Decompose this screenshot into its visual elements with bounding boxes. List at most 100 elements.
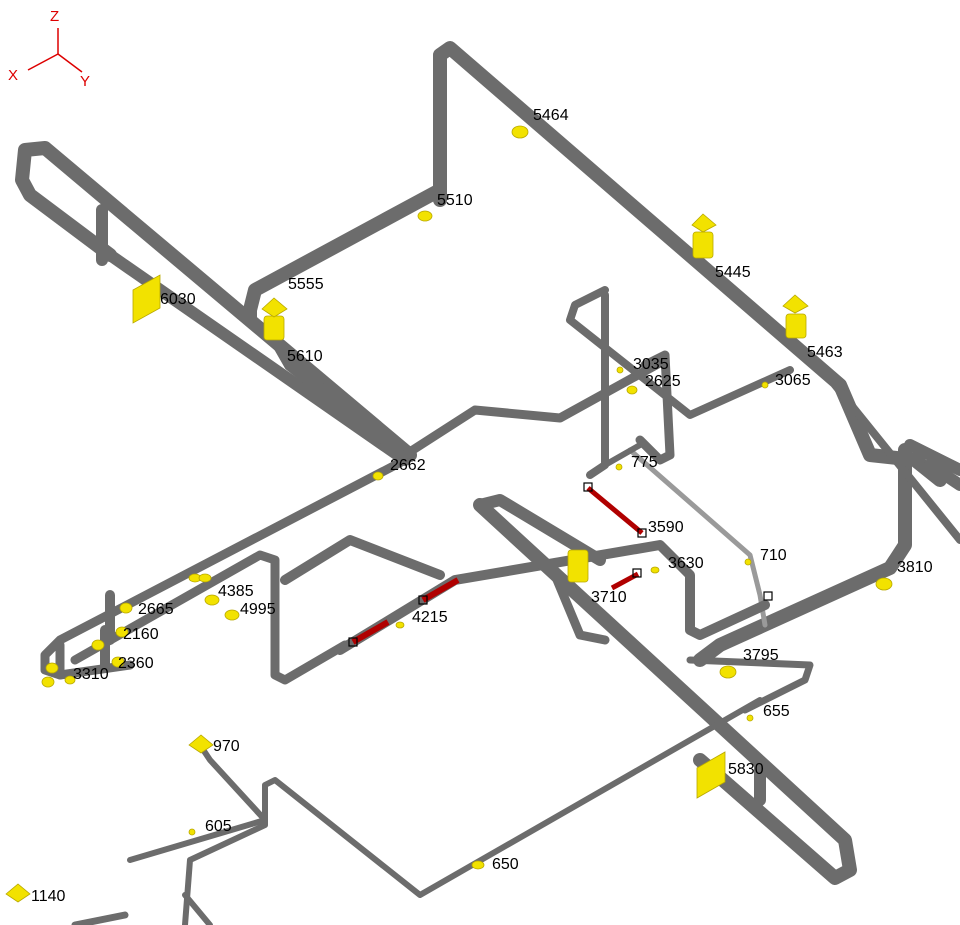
pipe-605-run[interactable] <box>127 817 268 863</box>
node-label-775[interactable]: 775 <box>631 454 658 471</box>
support-marker <box>650 566 660 574</box>
node-label-3795[interactable]: 3795 <box>743 647 779 664</box>
node-label-655[interactable]: 655 <box>763 703 790 720</box>
support-marker <box>744 558 752 566</box>
support-marker <box>782 294 809 314</box>
support-marker <box>64 675 76 685</box>
axis-triad: Z X Y <box>8 8 90 90</box>
pipe-network[interactable] <box>15 41 960 925</box>
node-box <box>637 528 647 538</box>
pipe-5830-diagonal[interactable] <box>473 498 857 885</box>
pipe-5610-run[interactable] <box>264 324 411 461</box>
supports <box>5 125 893 903</box>
pipe-right-parallel[interactable] <box>904 439 960 476</box>
node-label-5830[interactable]: 5830 <box>728 761 764 778</box>
node-box <box>583 482 593 492</box>
pipe-bottom-left[interactable] <box>71 911 129 925</box>
red-segment-4215 <box>351 619 390 645</box>
node-label-5463[interactable]: 5463 <box>807 344 843 361</box>
support-marker <box>263 315 285 341</box>
support-marker <box>761 381 769 389</box>
pipe-3710-drop[interactable] <box>550 570 610 645</box>
support-marker <box>119 602 133 614</box>
node-label-1140[interactable]: 1140 <box>31 888 66 905</box>
support-marker <box>511 125 529 139</box>
z-axis-label: Z <box>50 8 59 25</box>
pipe-4215-upper[interactable] <box>280 535 445 585</box>
support-marker <box>746 714 754 722</box>
pipe-right-drop[interactable] <box>693 443 912 667</box>
node-label-3630[interactable]: 3630 <box>668 555 704 572</box>
pipe-655-run[interactable] <box>182 697 763 925</box>
pipe-3035-loop[interactable] <box>566 286 794 419</box>
pipe-lower-diagonal[interactable] <box>70 550 350 685</box>
pipe-mid-diagonal[interactable] <box>400 355 670 460</box>
node-label-650[interactable]: 650 <box>492 856 519 873</box>
support-marker <box>204 594 220 606</box>
node-label-970[interactable]: 970 <box>213 738 240 755</box>
pipe-bottom-mid[interactable] <box>182 892 213 925</box>
node-label-5610[interactable]: 5610 <box>287 348 323 365</box>
node-box <box>632 568 642 578</box>
support-marker <box>188 734 214 754</box>
x-axis-label: X <box>8 67 18 84</box>
node-label-4385[interactable]: 4385 <box>218 583 254 600</box>
support-marker <box>615 463 623 471</box>
support-marker <box>471 860 485 870</box>
support-marker <box>696 751 726 799</box>
node-label-5510[interactable]: 5510 <box>437 192 473 209</box>
node-label-3035[interactable]: 3035 <box>633 356 669 373</box>
node-label-2625[interactable]: 2625 <box>645 373 681 390</box>
support-marker <box>224 609 240 621</box>
pipe-upper-diagonal[interactable] <box>243 183 447 327</box>
pipe-970-run[interactable] <box>197 742 268 823</box>
support-marker <box>719 665 737 679</box>
node-label-5445[interactable]: 5445 <box>715 264 751 281</box>
node-label-2662[interactable]: 2662 <box>390 457 426 474</box>
node-label-3065[interactable]: 3065 <box>775 372 811 389</box>
red-segments <box>351 486 644 645</box>
pipe-right-parallel-2[interactable] <box>924 459 960 491</box>
node-label-4995[interactable]: 4995 <box>240 601 276 618</box>
node-label-5555[interactable]: 5555 <box>288 276 324 293</box>
node-box <box>763 591 773 601</box>
pipe-775-link[interactable] <box>602 442 643 468</box>
pipe-3795-return[interactable] <box>686 656 814 714</box>
support-marker <box>567 549 589 583</box>
pipe-775-run[interactable] <box>627 447 768 628</box>
pipe-long-diagonal[interactable] <box>40 455 410 680</box>
pipe-3035-drop[interactable] <box>586 291 609 479</box>
support-marker <box>372 471 384 481</box>
node-label-3310[interactable]: 3310 <box>73 666 109 683</box>
support-marker <box>395 621 405 629</box>
x-axis-line <box>27 53 59 71</box>
node-label-2160[interactable]: 2160 <box>123 626 159 643</box>
y-axis-label: Y <box>80 73 90 90</box>
node-label-3710[interactable]: 3710 <box>591 589 627 606</box>
node-label-710[interactable]: 710 <box>760 547 787 564</box>
support-marker <box>417 210 433 222</box>
red-segment-4215-b <box>421 577 460 603</box>
pipe-right-parallel-3[interactable] <box>831 381 960 544</box>
red-segment-3590 <box>586 486 644 535</box>
node-label-2665[interactable]: 2665 <box>138 601 174 618</box>
node-label-2360[interactable]: 2360 <box>118 655 154 672</box>
support-marker <box>5 883 31 903</box>
red-segment-3630 <box>610 571 640 591</box>
node-label-3810[interactable]: 3810 <box>897 559 933 576</box>
pipe-5830-return[interactable] <box>474 494 606 566</box>
node-label-5464[interactable]: 5464 <box>533 107 569 124</box>
node-label-4215[interactable]: 4215 <box>412 609 448 626</box>
support-marker <box>691 213 717 233</box>
node-box <box>348 637 358 647</box>
node-label-605[interactable]: 605 <box>205 818 232 835</box>
node-box <box>418 595 428 605</box>
node-labels: 5464 5510 5445 6030 5555 5463 5610 3035 … <box>31 107 933 905</box>
support-marker <box>188 828 196 836</box>
support-marker <box>198 573 212 583</box>
node-label-6030[interactable]: 6030 <box>160 291 196 308</box>
pipe-left-bracket[interactable] <box>15 141 417 462</box>
pipe-2625-loop[interactable] <box>635 350 675 465</box>
node-label-3590[interactable]: 3590 <box>648 519 684 536</box>
